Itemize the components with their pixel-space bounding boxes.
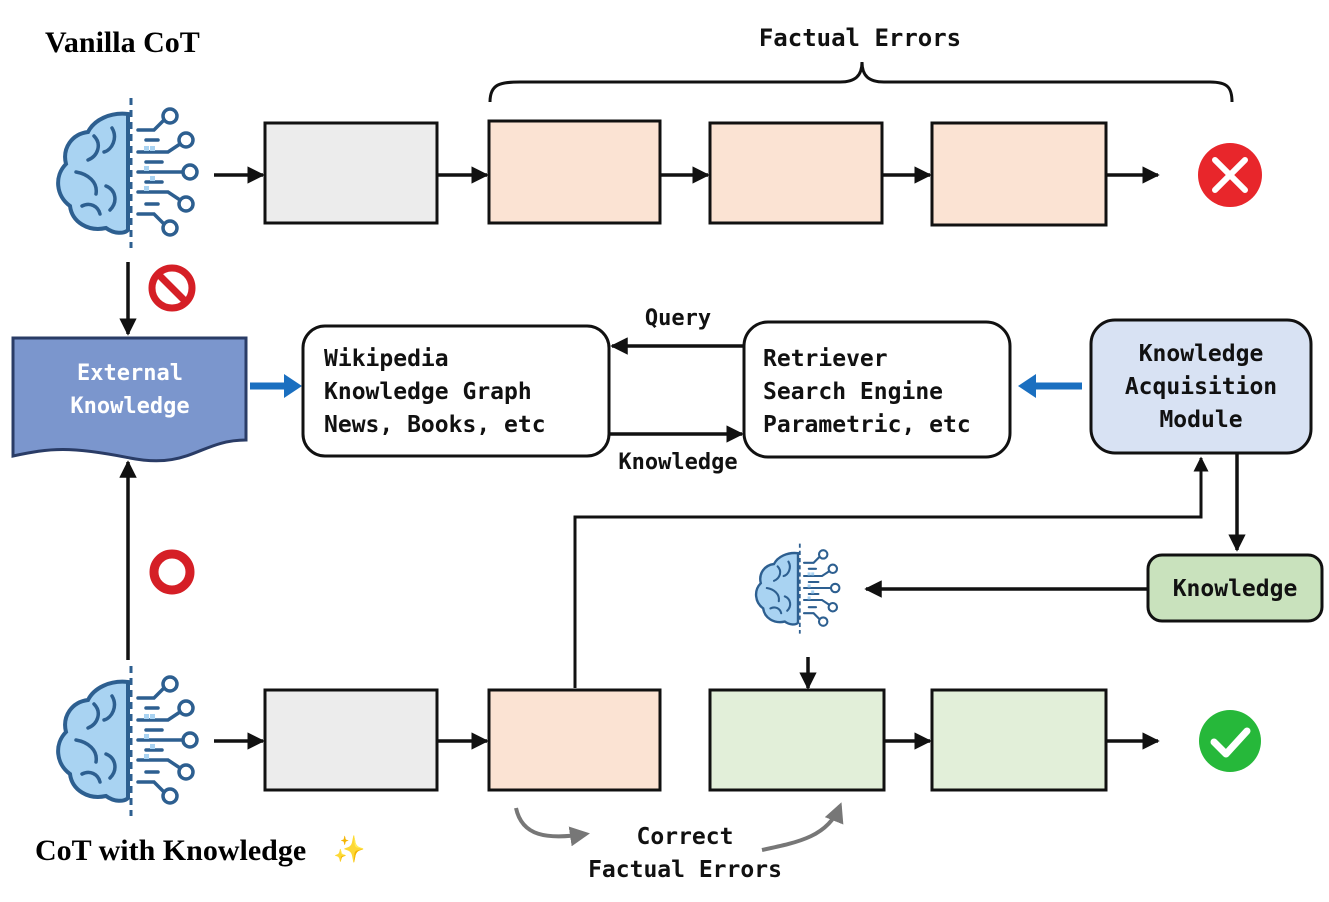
retriever-line3: Parametric, etc [763,412,971,438]
brain-circuit-icon-bottom [56,664,199,818]
retriever-line1: Retriever [763,346,888,372]
reasoning-step-bottom-1 [263,688,439,792]
knowledge-acquisition-module [1089,318,1313,455]
source-knowledge-graph: Knowledge Graph [324,379,532,405]
factual-errors-brace [488,61,1234,103]
reasoning-step-top-3 [708,121,884,225]
reasoning-step-bottom-3 [708,688,886,792]
knowledge-sources-box [301,324,611,458]
reasoning-step-top-4 [930,121,1108,227]
retriever-line2: Search Engine [763,379,943,405]
acquisition-line2: Acquisition [1125,374,1277,400]
acquisition-line3: Module [1159,407,1242,433]
external-knowledge-box [11,336,248,463]
small-brain-circuit-icon [754,542,841,635]
retriever-box [742,320,1012,459]
no-entry-icon [148,264,196,312]
external-knowledge-line2: Knowledge [70,394,189,419]
title-vanilla-cot: Vanilla CoT [45,26,200,59]
red-x-icon [1198,143,1262,207]
source-news-books: News, Books, etc [324,412,546,438]
brain-circuit-icon [56,96,199,250]
correct-label-line1: Correct [637,824,734,850]
reasoning-step-bottom-4 [930,688,1108,792]
reasoning-step-top-2 [487,119,662,225]
reasoning-step-bottom-2 [487,688,662,792]
reasoning-step-top-1 [263,121,439,225]
factual-errors-label: Factual Errors [759,24,961,52]
query-label: Query [645,306,711,331]
external-knowledge-line1: External [77,361,183,386]
knowledge-box-label: Knowledge [1173,576,1298,602]
correct-label-line2: Factual Errors [588,857,782,883]
acquisition-line1: Knowledge [1139,341,1264,367]
red-ring-icon [149,549,195,595]
knowledge-arrow-label: Knowledge [618,450,737,475]
source-wikipedia: Wikipedia [324,346,449,372]
green-check-icon [1199,710,1261,772]
title-cot-with-knowledge: CoT with Knowledge [35,834,306,867]
sparkle-icon: ✨ [333,835,365,865]
